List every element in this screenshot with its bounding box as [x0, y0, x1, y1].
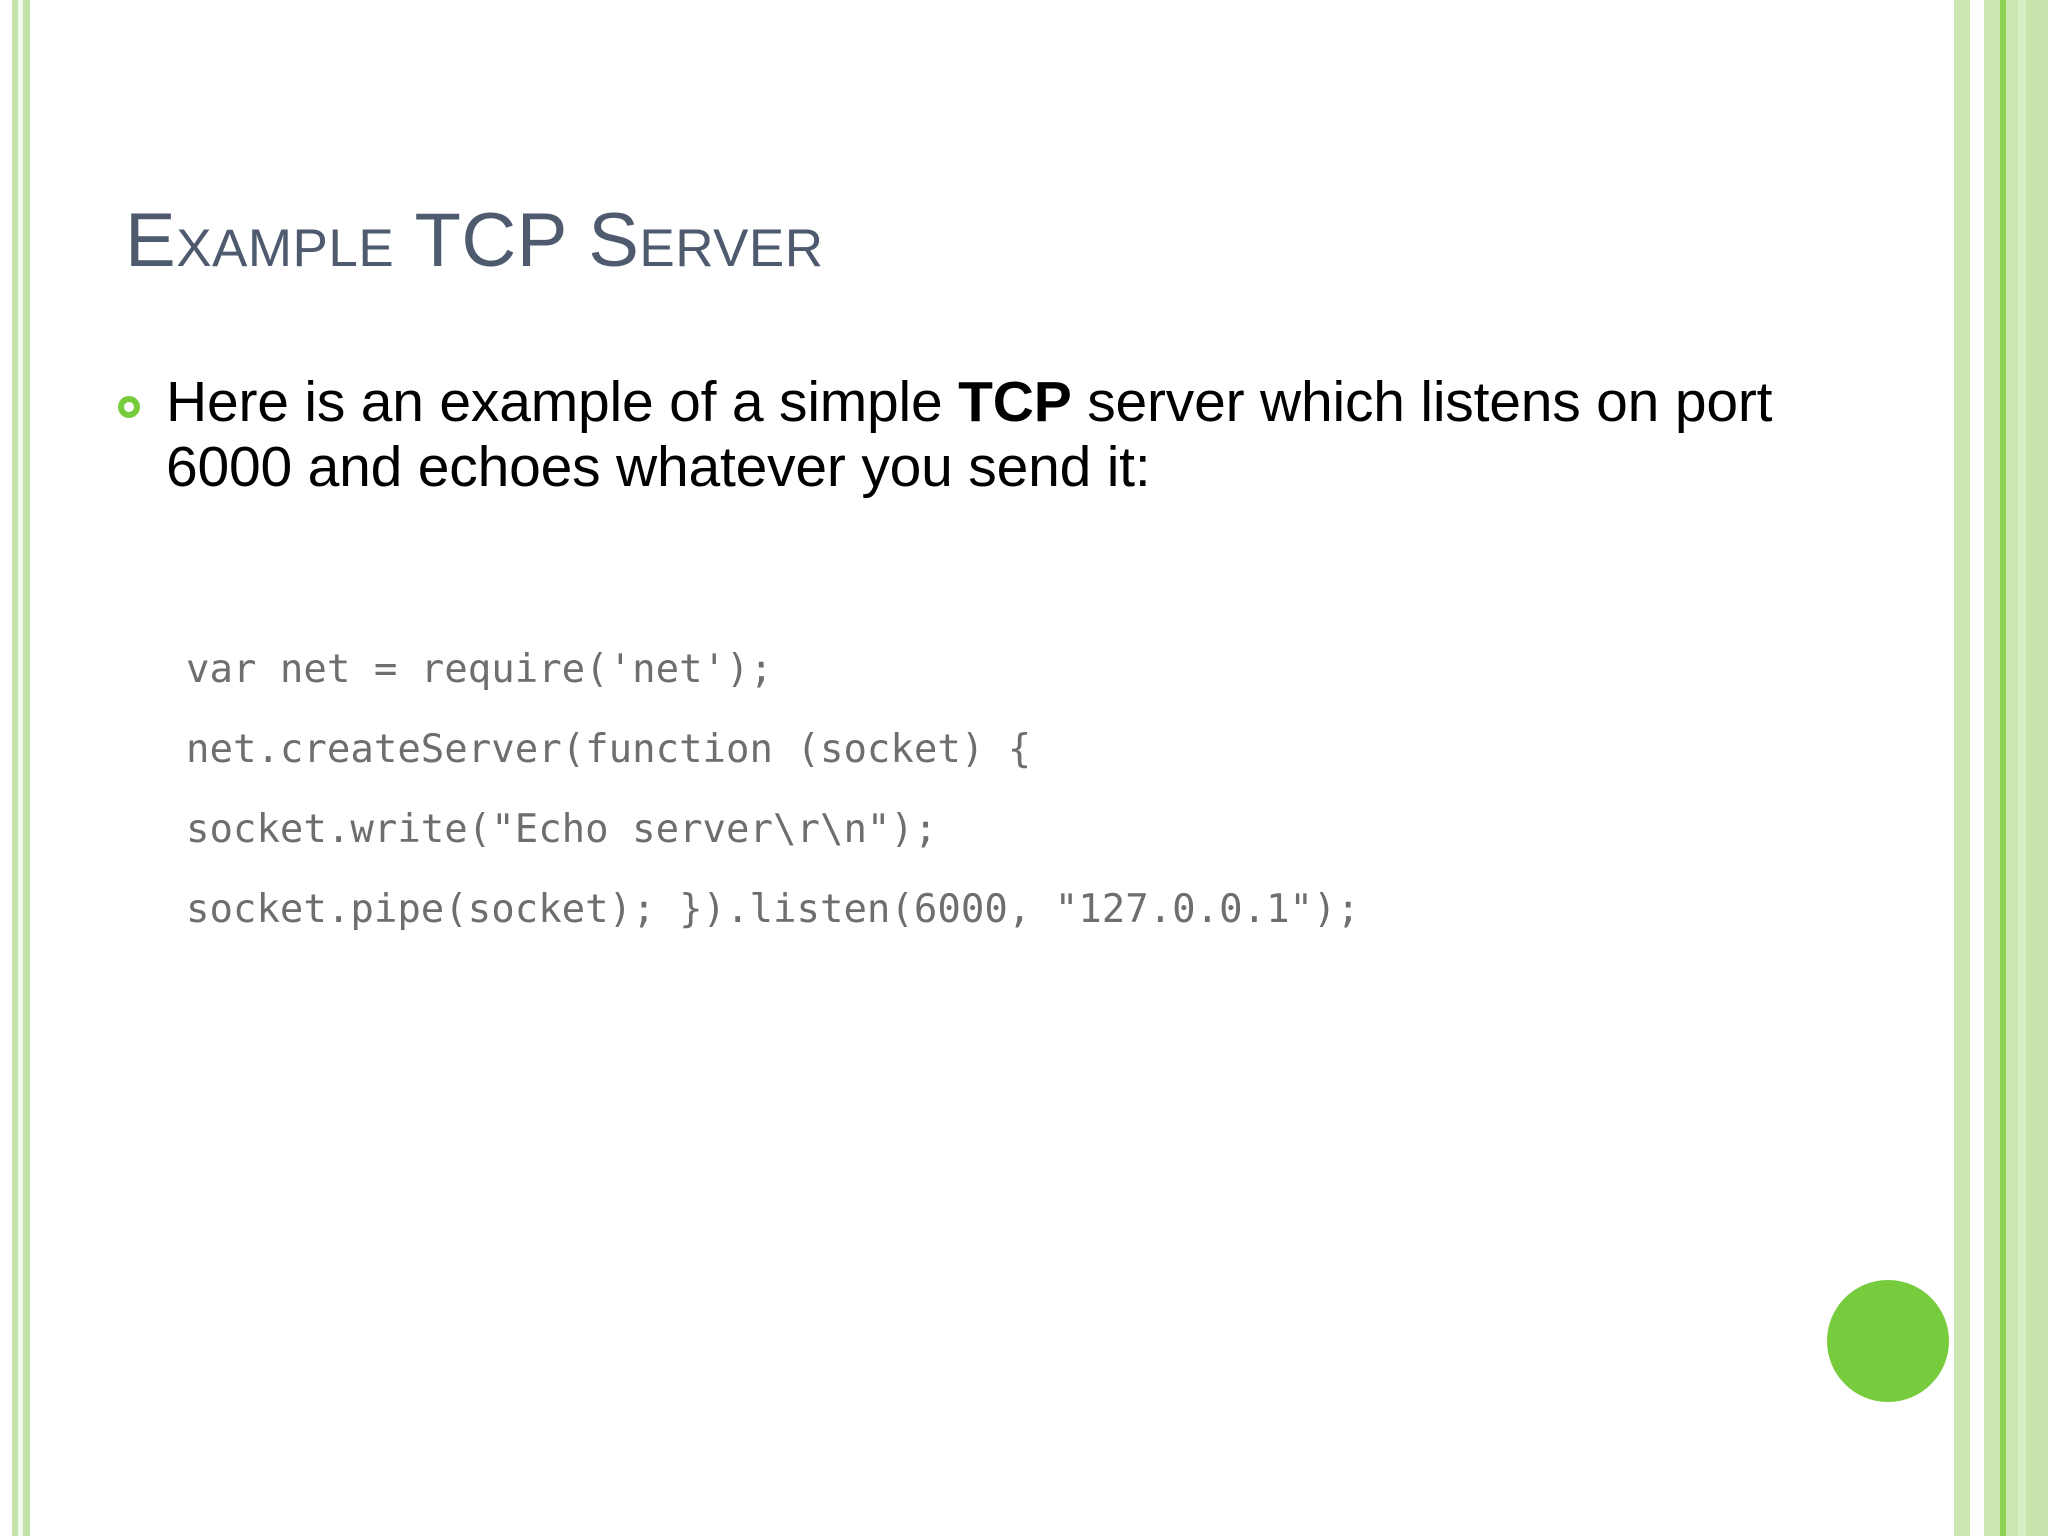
right-stripe-2: [1954, 0, 1970, 1536]
green-circle-icon: [1827, 1280, 1949, 1402]
code-line-3: socket.write("Echo server\r\n");: [186, 807, 938, 852]
bullet-text-part1: Here is an example of a simple: [166, 370, 959, 434]
left-stripe-outer: [12, 0, 18, 1536]
code-line-2: net.createServer(function (socket) {: [186, 727, 1032, 772]
left-border-decoration: [0, 0, 44, 1536]
right-stripe-8: [2026, 0, 2048, 1536]
bullet-paragraph: Here is an example of a simple TCP serve…: [166, 370, 1778, 500]
left-stripe-inner: [23, 0, 30, 1536]
right-stripe-7: [2018, 0, 2026, 1536]
code-sample: var net = require('net'); net.createServ…: [186, 630, 1826, 950]
code-line-1: var net = require('net');: [186, 647, 773, 692]
page-title: Example TCP Server: [125, 198, 824, 283]
left-stripe-middle: [18, 0, 23, 1536]
right-stripe-4: [1984, 0, 2000, 1536]
right-stripe-1: [1950, 0, 1954, 1536]
bullet-text-part2: server which listens on port 6000 and ec…: [166, 370, 1773, 499]
body-content: Here is an example of a simple TCP serve…: [118, 370, 1778, 500]
right-border-decoration: [1950, 0, 2048, 1536]
ring-bullet-icon: [118, 396, 140, 418]
bullet-text-emphasis: TCP: [958, 370, 1072, 434]
right-stripe-3: [1970, 0, 1984, 1536]
right-stripe-accent: [2000, 0, 2006, 1536]
code-line-4: socket.pipe(socket); }).listen(6000, "12…: [186, 887, 1360, 932]
right-stripe-6: [2006, 0, 2018, 1536]
list-item: Here is an example of a simple TCP serve…: [118, 370, 1778, 500]
